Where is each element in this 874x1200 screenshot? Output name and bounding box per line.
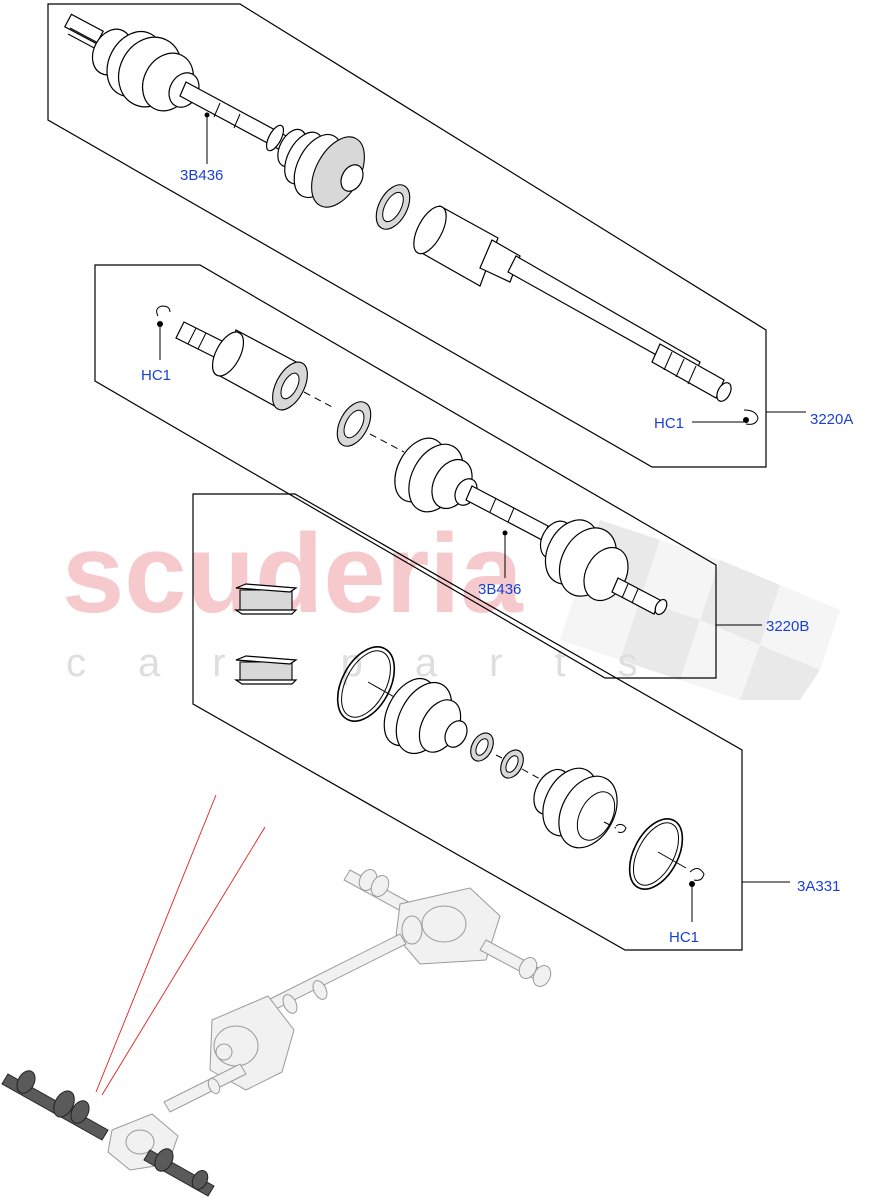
label-shaft-a: 3B436 [180,167,223,184]
transfer-case [209,995,295,1091]
rear-halfshaft-left [343,869,417,917]
inner-housing-a [413,205,732,402]
ref-assembly-a: 3220A [810,411,853,428]
snap-ring-b [336,401,372,447]
label-clip-kit: HC1 [669,929,699,946]
propeller-shaft [267,933,407,1014]
panel-driveshaft-a: 3B436 HC1 3220A [47,3,853,468]
front-halfshaft-right [143,1148,215,1197]
outer-cv-joint-a [64,13,200,112]
small-clamp-2 [500,749,524,779]
ref-boot-kit: 3A331 [797,878,840,895]
locator-line-2 [101,826,266,1096]
locator-line-1 [95,794,217,1093]
circlip-b [156,305,171,327]
panel-driveshaft-b: HC1 3B436 3220B [94,264,809,679]
outer-cv-joint-b [539,519,668,616]
band-clamp-inner [336,646,396,722]
driveline-locator-view [1,794,552,1197]
panel-boot-kit: HC1 3A331 [192,493,840,951]
circlip-kit [689,868,705,887]
grease-packet-2 [234,655,298,685]
clip-kit-small [615,823,627,833]
circlip-a [743,409,759,425]
label-clip-a: HC1 [654,415,684,432]
inner-boot-kit [383,677,468,754]
watermark-brand: scuderia [62,511,523,636]
small-clamp-1 [470,732,494,762]
band-clamp-outer [628,818,684,890]
front-propshaft [163,1063,247,1113]
inner-housing-b [175,321,308,411]
rear-differential [395,887,501,965]
inner-boot-b [394,437,478,513]
snap-ring-a [375,184,411,230]
label-clip-b: HC1 [141,367,171,384]
inner-boot-a [277,128,365,208]
shaft-a [179,81,291,153]
grease-packet-1 [234,583,298,615]
rear-halfshaft-right [479,939,552,987]
ref-assembly-b: 3220B [766,618,809,635]
outer-boot-kit [533,767,618,849]
checkered-flag-graphic [560,520,840,700]
watermark: scuderia car parts [62,511,840,700]
label-shaft-b: 3B436 [478,581,521,598]
highlighted-front-halfshaft [1,1070,109,1141]
